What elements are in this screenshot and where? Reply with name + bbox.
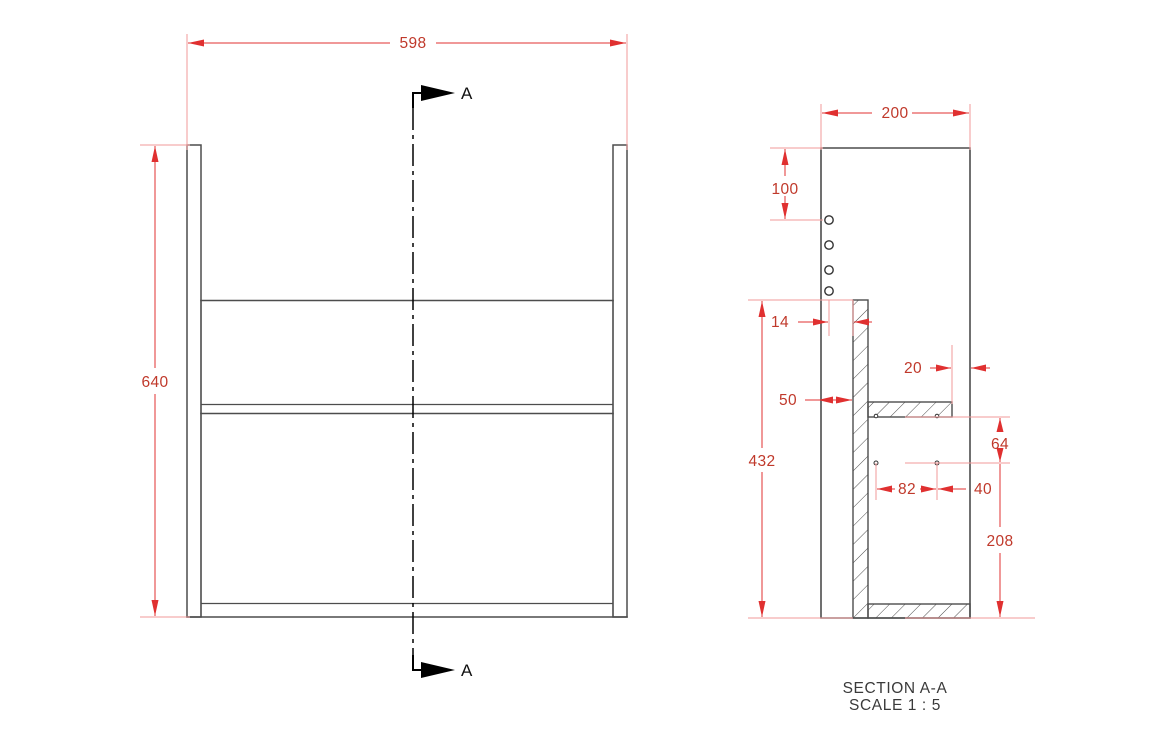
arrow-200-left (822, 109, 838, 117)
arrow-432-top (758, 301, 766, 317)
dim-top-to-first-hole: 100 (770, 147, 823, 221)
vertical-wall-hatched (852, 299, 869, 619)
dim-label-432: 432 (748, 453, 775, 470)
dim-shelf-offset: 50 (779, 392, 852, 409)
arrow-20-left (936, 364, 951, 372)
right-post (612, 144, 628, 618)
shelf-hatched (867, 401, 953, 418)
dim-label-50: 50 (779, 392, 797, 409)
section-caption-title: SECTION A-A (843, 680, 948, 697)
dim-label-100: 100 (771, 181, 798, 198)
dim-lower-height: 432 (748, 299, 853, 619)
arrow-100-bottom (781, 203, 789, 219)
arrow-640-top (151, 146, 159, 162)
dim-label-200: 200 (881, 105, 908, 122)
dim-label-40: 40 (974, 481, 992, 498)
hole-4 (824, 286, 834, 296)
bottom-plate-hatched (867, 603, 971, 619)
section-arrow-head-top (421, 85, 455, 101)
dim-overall-height: 640 (140, 144, 190, 618)
arrow-20-right (971, 364, 986, 372)
section-label-top: A (461, 84, 473, 103)
arrow-432-bottom (758, 601, 766, 617)
section-mark-top: A (412, 84, 473, 108)
dim-hole-spacing-group: 82 40 (875, 463, 992, 500)
section-label-bottom: A (461, 661, 473, 680)
arrow-14-left (813, 318, 828, 326)
dim-label-20: 20 (904, 360, 922, 377)
arrow-64-bottom (996, 448, 1004, 462)
arrow-200-right (953, 109, 969, 117)
shelf-fastener-hole-left (873, 413, 879, 419)
arrow-50-right (836, 396, 852, 404)
arrow-100-top (781, 149, 789, 165)
dim-section-width: 200 (820, 104, 971, 150)
section-view-geometry (820, 147, 971, 619)
dim-overall-width: 598 (186, 34, 628, 150)
hole-2 (824, 240, 834, 250)
arrow-208-bottom (996, 601, 1004, 617)
arrow-64-top (996, 418, 1004, 432)
dim-label-598: 598 (399, 35, 426, 52)
section-arrow-head-bottom (421, 662, 455, 678)
dim-label-208: 208 (986, 533, 1013, 550)
dim-right-inset: 20 (904, 345, 990, 404)
dim-label-640: 640 (141, 374, 168, 391)
front-elevation-geometry (186, 108, 628, 660)
section-mark-bottom: A (412, 655, 473, 680)
arrow-598-left (188, 39, 204, 47)
dim-label-64: 64 (991, 436, 1009, 453)
arrow-40-left (938, 485, 953, 493)
section-caption-scale: SCALE 1 : 5 (849, 697, 941, 714)
arrow-598-right (610, 39, 626, 47)
arrow-82-right (921, 485, 936, 493)
dim-label-82: 82 (898, 481, 916, 498)
arrow-640-bottom (151, 600, 159, 616)
left-post (186, 144, 202, 618)
hole-1 (824, 215, 834, 225)
dim-label-14: 14 (771, 314, 789, 331)
arrow-82-left (877, 485, 892, 493)
hole-3 (824, 265, 834, 275)
dim-hole-to-shelf: 64 (905, 416, 1010, 464)
section-leader-top (412, 92, 424, 108)
arrow-50-inner (818, 396, 833, 404)
section-outer-outline (820, 147, 971, 619)
section-leader-bottom (412, 655, 424, 671)
dim-bottom-height: 208 (905, 464, 1035, 619)
arrow-14-right (854, 318, 869, 326)
